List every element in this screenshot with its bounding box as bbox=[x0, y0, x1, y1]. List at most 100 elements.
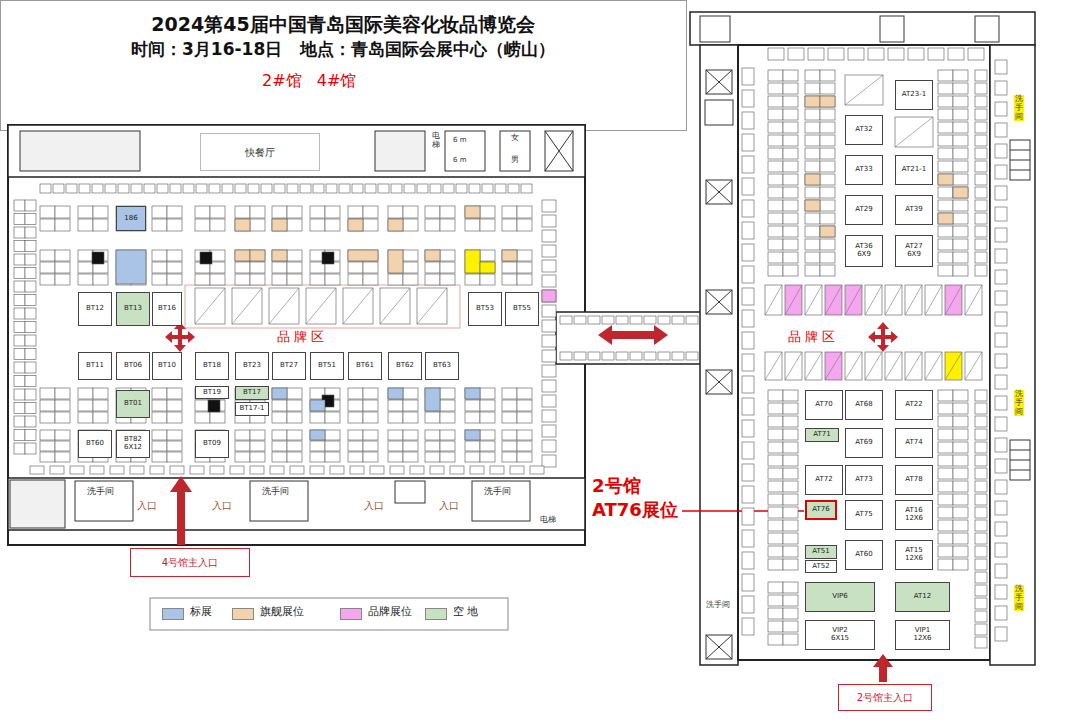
booth-label: AT32 bbox=[855, 126, 872, 134]
booth bbox=[805, 285, 822, 315]
map-label: 入口 bbox=[137, 500, 157, 512]
booth bbox=[93, 219, 108, 231]
booth bbox=[742, 354, 754, 371]
vertical-label: 洗手间 bbox=[1014, 585, 1024, 611]
booth bbox=[167, 412, 182, 423]
booth bbox=[152, 452, 167, 462]
booth bbox=[820, 213, 835, 224]
booth bbox=[93, 206, 108, 218]
booth bbox=[768, 265, 783, 276]
booth bbox=[30, 466, 44, 474]
booth bbox=[768, 429, 783, 440]
booth bbox=[14, 254, 25, 265]
booth bbox=[290, 466, 304, 474]
legend-text: 标展 bbox=[190, 606, 212, 619]
booth bbox=[783, 109, 798, 120]
booth bbox=[938, 200, 953, 211]
booth-label: AT15 bbox=[905, 547, 922, 555]
booth bbox=[325, 206, 340, 218]
booth bbox=[25, 403, 36, 414]
booth bbox=[588, 316, 600, 324]
booth bbox=[310, 412, 325, 423]
booth bbox=[152, 274, 167, 285]
booth bbox=[768, 187, 783, 198]
booth bbox=[768, 468, 783, 479]
booth bbox=[768, 109, 783, 120]
booth bbox=[630, 352, 642, 360]
booth bbox=[742, 486, 754, 503]
booth bbox=[480, 274, 495, 285]
booth bbox=[287, 184, 298, 193]
booth bbox=[480, 388, 495, 399]
booth bbox=[938, 174, 953, 185]
booth bbox=[783, 252, 798, 263]
booth bbox=[195, 274, 210, 285]
map-label: 品 牌 区 bbox=[788, 330, 835, 345]
booth bbox=[93, 400, 108, 411]
booth bbox=[742, 376, 754, 393]
booth bbox=[443, 184, 454, 193]
booth bbox=[40, 441, 55, 451]
booth bbox=[152, 262, 167, 273]
booth bbox=[272, 274, 287, 285]
booth-divider bbox=[232, 288, 262, 324]
booth bbox=[975, 481, 987, 492]
booth bbox=[783, 265, 798, 276]
booth-label: AT78 bbox=[905, 476, 922, 484]
booth-box: BT63 bbox=[425, 352, 459, 380]
booth bbox=[820, 265, 835, 276]
booth bbox=[517, 262, 532, 273]
booth bbox=[574, 316, 586, 324]
booth-box: AT33 bbox=[845, 155, 883, 185]
booth bbox=[78, 274, 93, 285]
booth bbox=[975, 494, 987, 505]
booth bbox=[542, 425, 556, 437]
direction-cross bbox=[868, 322, 898, 352]
booth bbox=[995, 144, 1007, 158]
booth bbox=[953, 161, 968, 172]
booth bbox=[50, 466, 64, 474]
booth bbox=[440, 206, 455, 218]
booth bbox=[768, 559, 783, 570]
booth bbox=[975, 416, 987, 427]
booth-label: 12X6 bbox=[905, 555, 923, 563]
booth bbox=[363, 388, 378, 399]
booth bbox=[768, 213, 783, 224]
booth bbox=[480, 430, 495, 440]
booth-label: 6X9 bbox=[857, 251, 871, 259]
booth bbox=[250, 219, 265, 231]
booth bbox=[325, 430, 340, 440]
booth bbox=[765, 285, 782, 315]
booth bbox=[845, 285, 862, 315]
booth bbox=[248, 184, 259, 193]
booth bbox=[953, 455, 968, 466]
booth bbox=[388, 250, 403, 273]
booth bbox=[768, 96, 783, 107]
booth-label: BT09 bbox=[203, 440, 221, 448]
booth bbox=[938, 96, 953, 107]
booth-box: AT23-1 bbox=[895, 80, 933, 110]
booth bbox=[378, 184, 389, 193]
booth-box: AT72 bbox=[805, 465, 843, 495]
booth bbox=[805, 96, 820, 107]
booth bbox=[152, 430, 167, 440]
booth bbox=[440, 250, 455, 261]
booth bbox=[995, 354, 1007, 368]
booth bbox=[40, 274, 55, 285]
booth bbox=[348, 400, 363, 411]
booth bbox=[938, 213, 953, 224]
booth bbox=[965, 285, 982, 315]
booth bbox=[14, 322, 25, 333]
booth bbox=[783, 403, 798, 414]
booth-box: BT53 bbox=[468, 292, 502, 326]
booth bbox=[150, 466, 164, 474]
booth bbox=[348, 262, 363, 273]
service-strip bbox=[690, 12, 1035, 45]
booth bbox=[272, 441, 287, 451]
map-label: AT76展位 bbox=[592, 500, 678, 521]
booth-box: BT62 bbox=[388, 352, 422, 380]
booth-label: 快餐厅 bbox=[245, 147, 275, 158]
booth bbox=[210, 412, 225, 423]
booth bbox=[768, 582, 783, 593]
booth bbox=[348, 206, 363, 218]
